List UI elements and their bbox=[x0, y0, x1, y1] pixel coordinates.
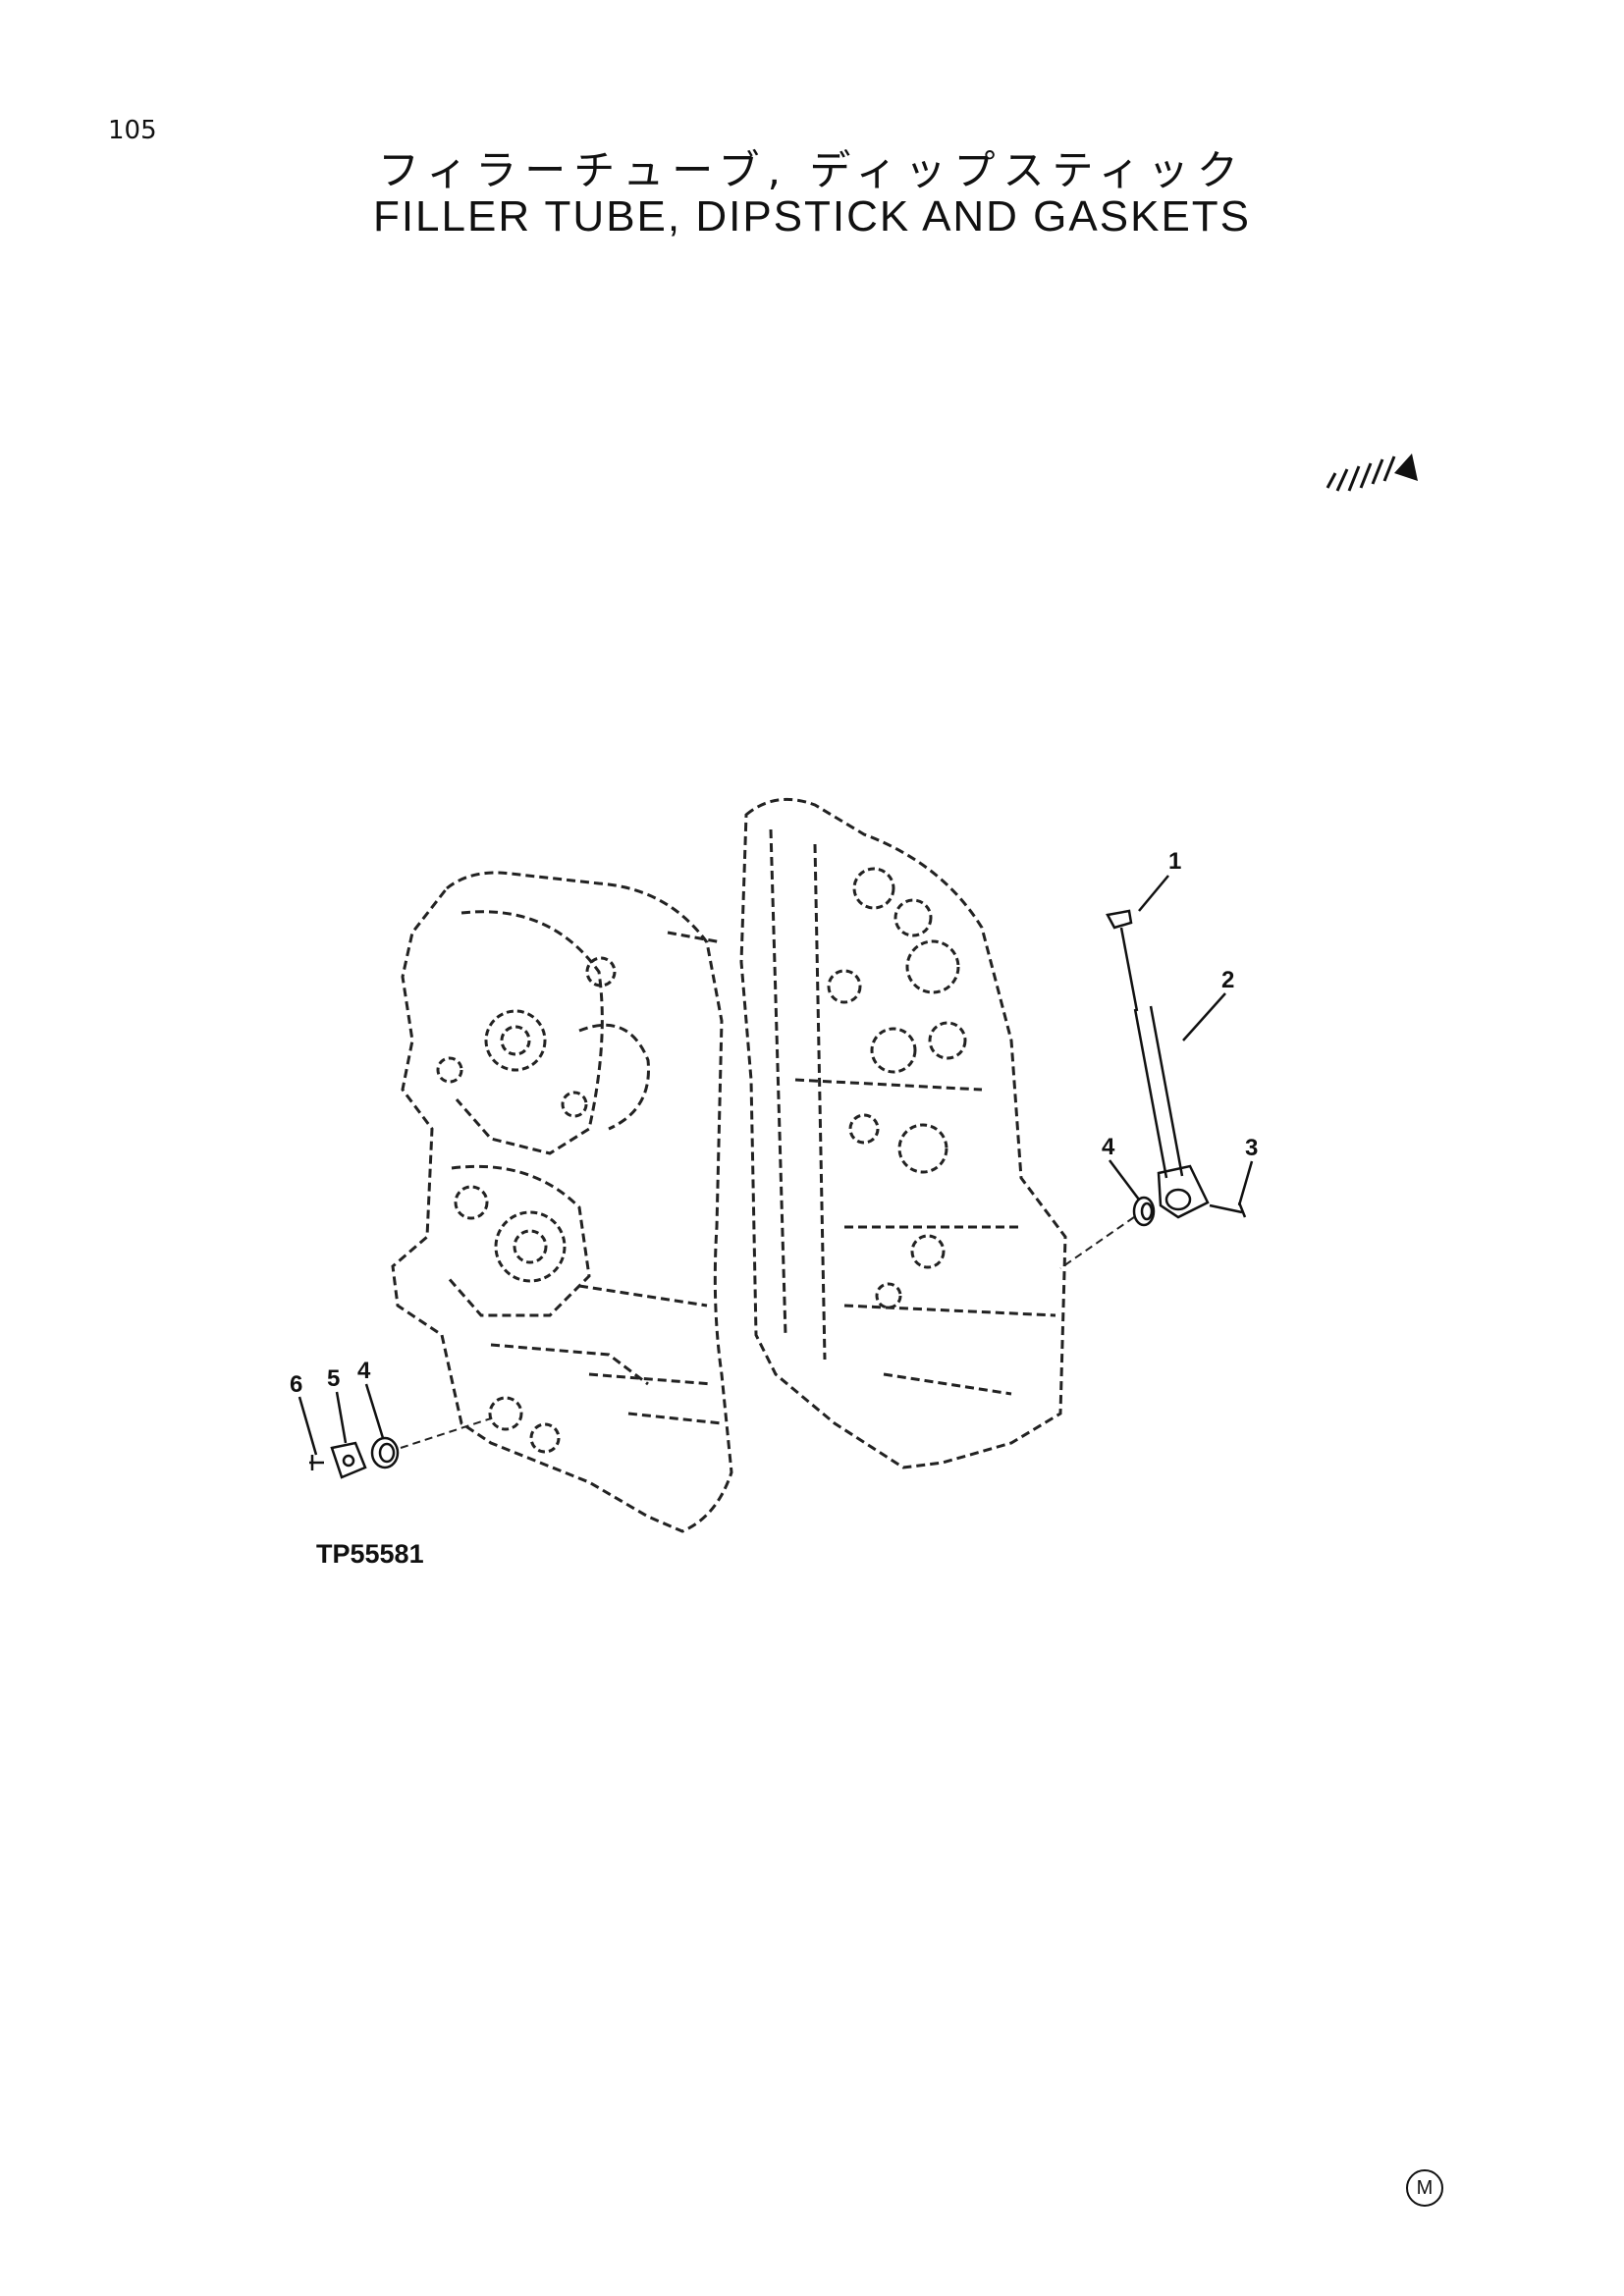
filler-tube-part bbox=[1133, 1005, 1210, 1219]
callout-6: 6 bbox=[290, 1371, 302, 1398]
page-number: 105 bbox=[108, 116, 157, 145]
right-housing-bores bbox=[827, 867, 967, 1309]
gasket-part-4-left bbox=[370, 1436, 400, 1469]
dash-leader-left bbox=[400, 1417, 492, 1449]
gasket-part-4-right bbox=[1132, 1196, 1156, 1227]
callout-4-right: 4 bbox=[1102, 1134, 1115, 1160]
dipstick-part bbox=[1106, 909, 1139, 1012]
bolt-part-6 bbox=[309, 1455, 324, 1470]
title-japanese: フィラーチューブ, ディップスティック bbox=[378, 146, 1246, 194]
cover-part-5 bbox=[330, 1441, 367, 1479]
callout-2: 2 bbox=[1221, 967, 1234, 993]
callout-leaders bbox=[298, 875, 1254, 1456]
title-english: FILLER TUBE, DIPSTICK AND GASKETS bbox=[372, 192, 1252, 240]
left-housing-bores bbox=[436, 956, 617, 1454]
manual-mark: M bbox=[1406, 2169, 1443, 2207]
callout-3: 3 bbox=[1245, 1135, 1258, 1161]
callout-4-left: 4 bbox=[357, 1358, 371, 1384]
direction-arrow-icon bbox=[1326, 454, 1418, 492]
callout-5: 5 bbox=[327, 1365, 340, 1392]
figure-id: TP55581 bbox=[316, 1539, 424, 1569]
callout-1: 1 bbox=[1168, 848, 1181, 875]
right-housing-drawing bbox=[739, 797, 1067, 1469]
dash-leader-right bbox=[1059, 1216, 1135, 1269]
left-housing-drawing bbox=[391, 871, 733, 1533]
